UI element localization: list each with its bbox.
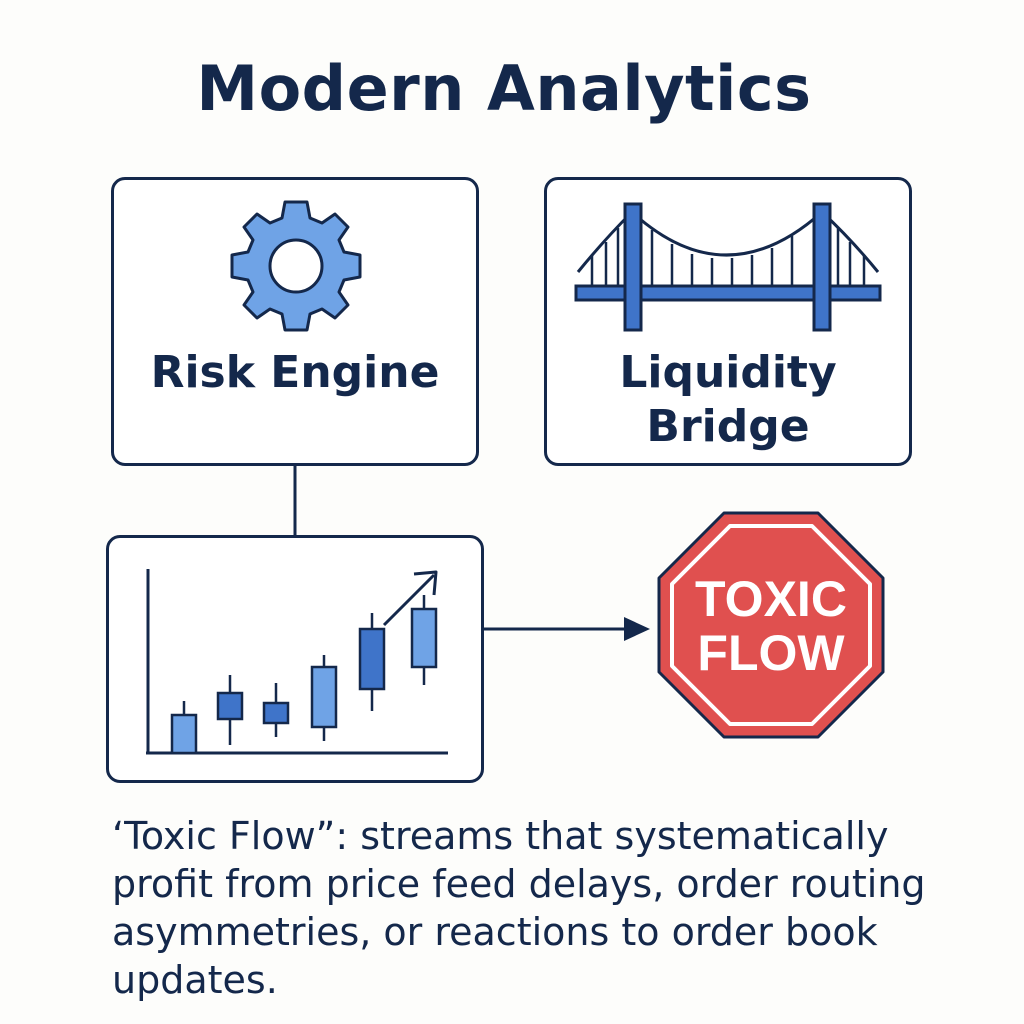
- arrow-connector: [484, 617, 650, 641]
- risk-engine-label: Risk Engine: [150, 347, 440, 398]
- caption-text: ‘Toxic Flow”: streams that systematicall…: [112, 814, 926, 1002]
- liquidity-bridge-label-line2: Bridge: [646, 401, 810, 452]
- bridge-icon: [574, 202, 882, 332]
- liquidity-bridge-label-line1: Liquidity: [619, 347, 837, 398]
- page-title: Modern Analytics: [196, 52, 812, 125]
- connector-line: [293, 464, 297, 538]
- liquidity-bridge-card: [544, 177, 912, 466]
- stop-sign-line1: TOXIC: [695, 571, 847, 627]
- stop-sign-text: TOXIC FLOW: [656, 572, 886, 680]
- stop-sign-line2: FLOW: [697, 625, 845, 681]
- stop-sign-icon: [657, 511, 885, 739]
- gear-icon: [230, 200, 362, 332]
- liquidity-bridge-label: Liquidity Bridge: [544, 346, 912, 454]
- candlestick-chart-icon: [146, 569, 448, 755]
